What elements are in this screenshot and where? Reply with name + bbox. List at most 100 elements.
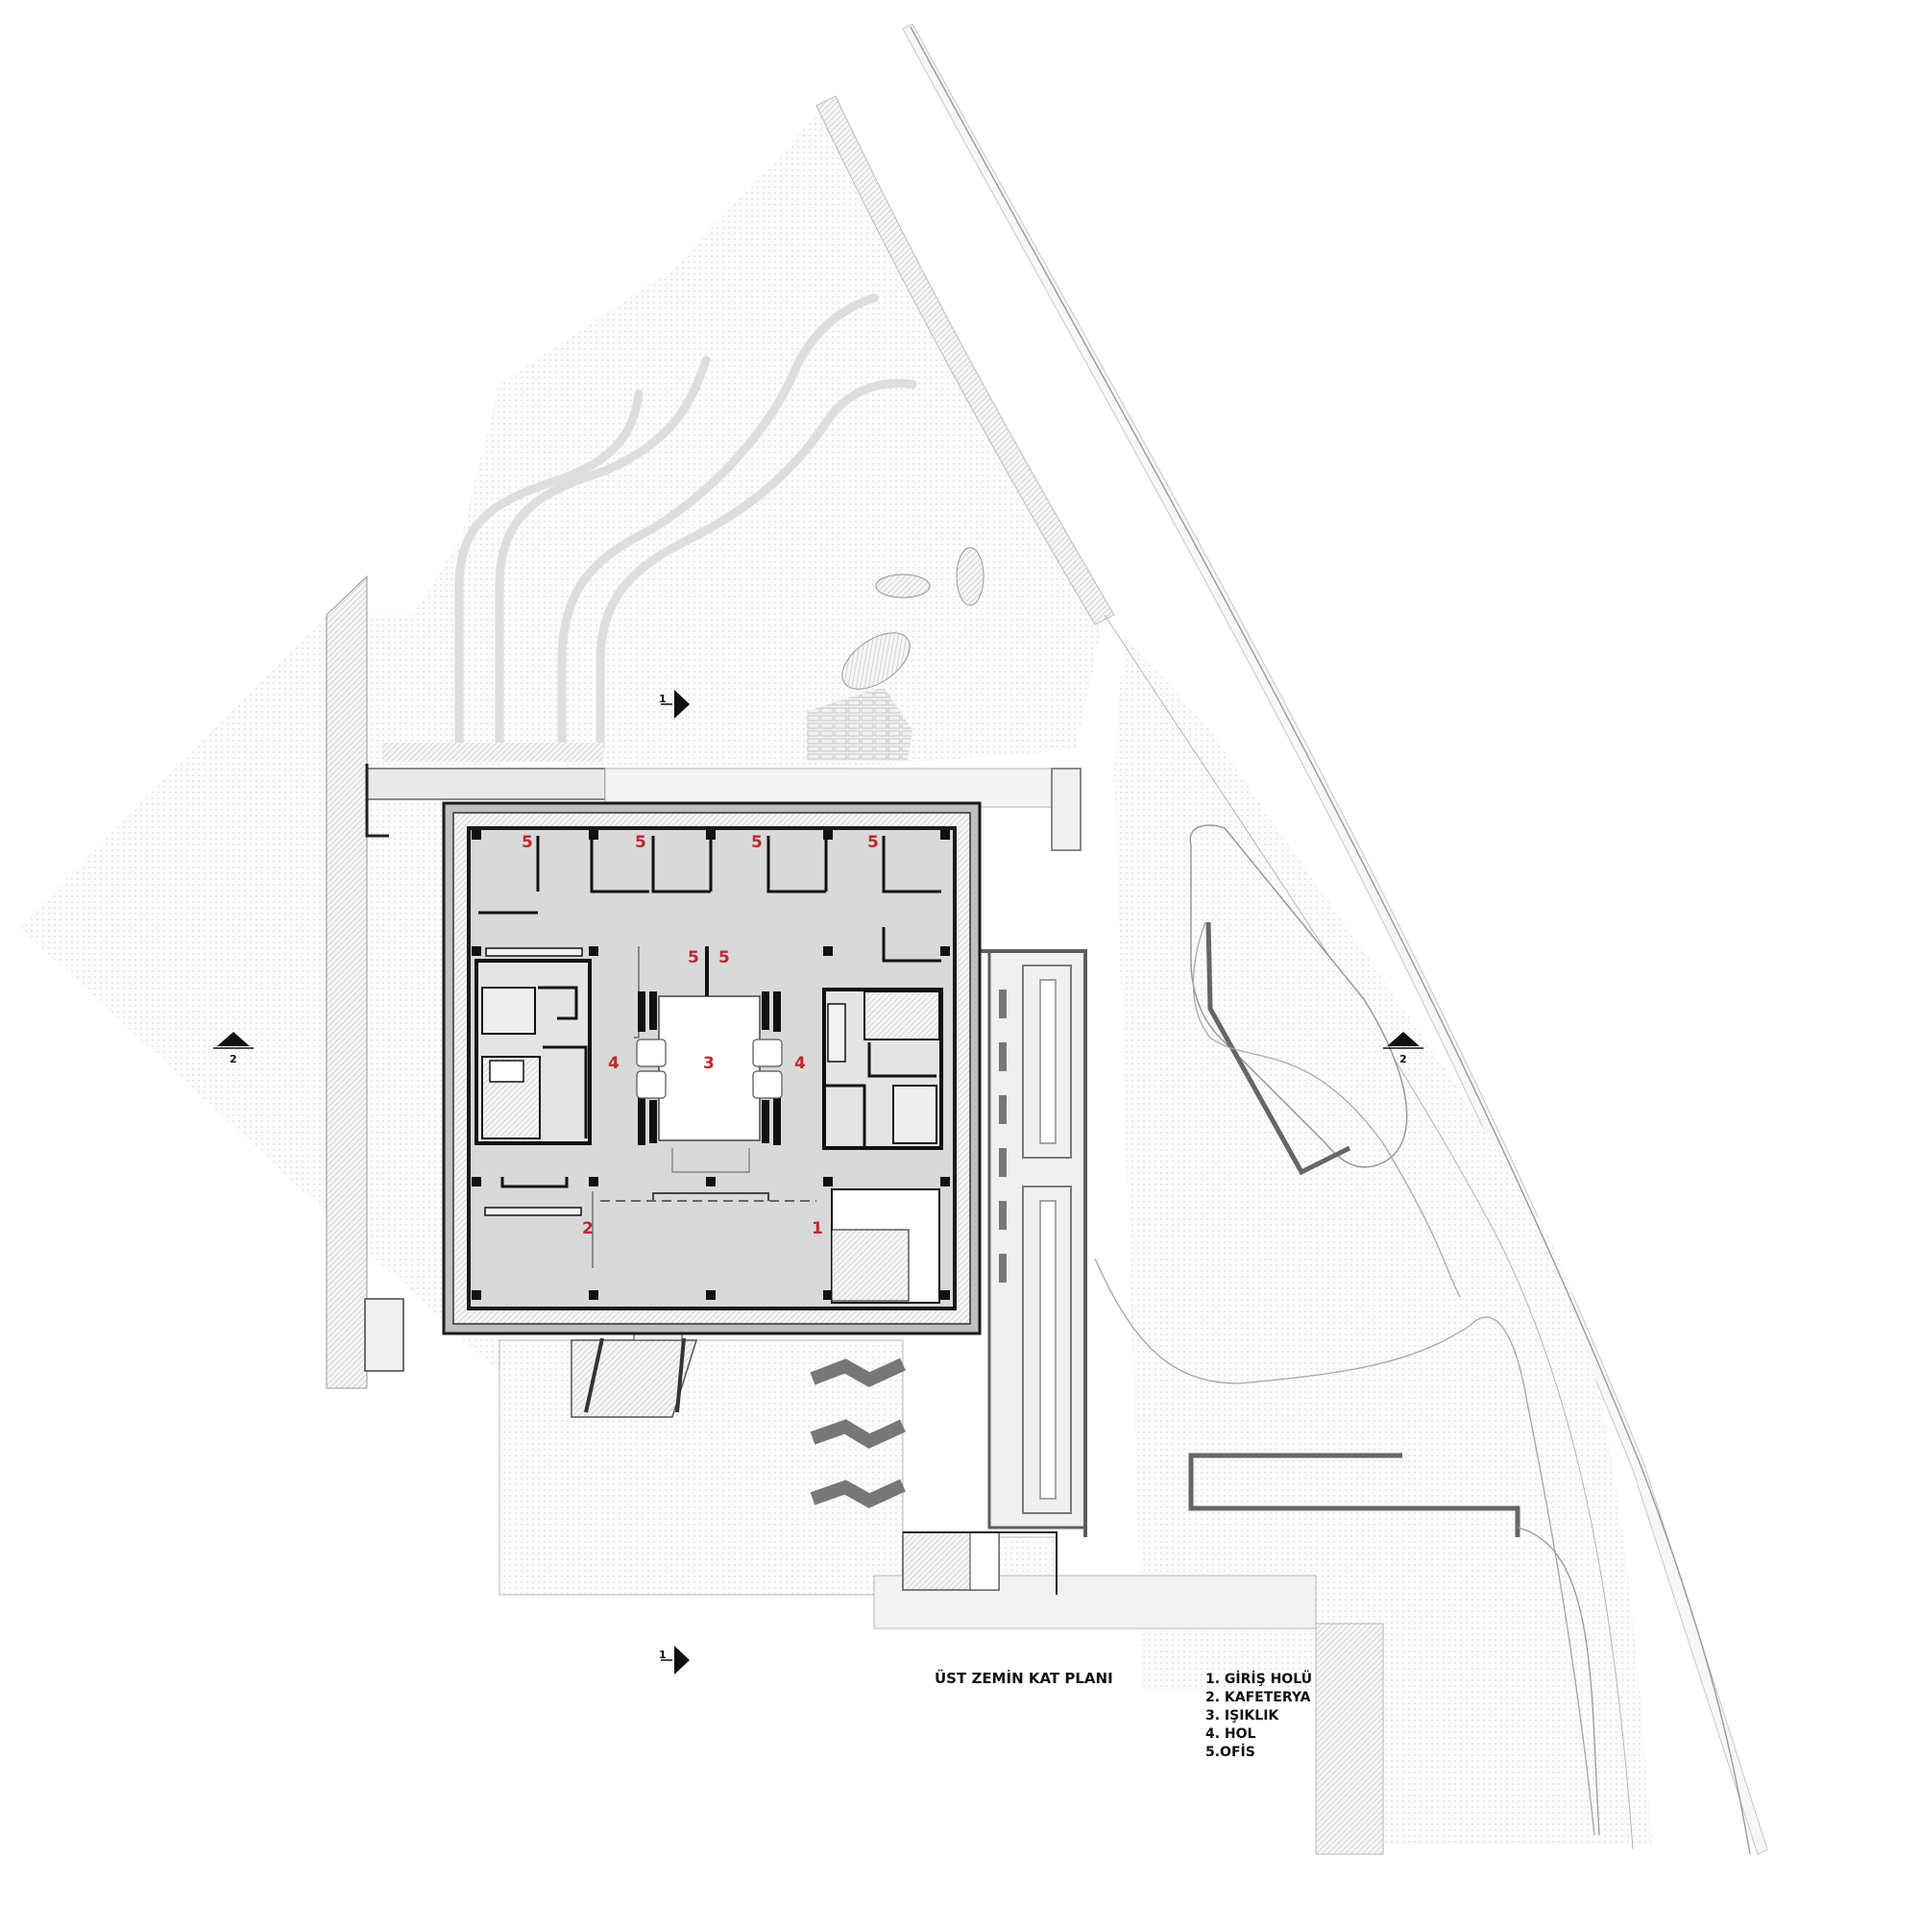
east-channel xyxy=(970,949,1087,1537)
lobby-stair-treads xyxy=(831,1229,910,1302)
south-east-walk xyxy=(1315,1623,1384,1855)
section-label-1-north: 1 xyxy=(659,693,667,705)
parking-wall-1 xyxy=(1205,921,1351,1176)
curved-drive xyxy=(1094,1258,1595,1836)
east-core xyxy=(822,927,943,1150)
east-core-locker xyxy=(827,1003,846,1063)
east-channel-dashes xyxy=(999,990,1007,1283)
west-core xyxy=(474,947,592,1145)
south-stair-landing xyxy=(969,1531,1000,1591)
east-core-wall-a xyxy=(826,1084,866,1148)
section-label-2-east: 2 xyxy=(1399,1053,1407,1065)
room-number-office-3: 5 xyxy=(751,833,763,852)
atrium-frame-top xyxy=(634,946,640,1039)
parking-loop xyxy=(1192,921,1461,1298)
east-channel-inner-2 xyxy=(1039,1200,1057,1500)
room-number-cafeteria: 2 xyxy=(582,1219,594,1238)
north-terrace-slab xyxy=(604,768,1058,808)
atrium-bridge xyxy=(671,1148,750,1173)
room-number-entrance: 1 xyxy=(812,1219,823,1238)
atrium-skylight xyxy=(658,995,761,1141)
parking-island xyxy=(1189,824,1408,1168)
section-mark-1-north: 1 xyxy=(659,690,690,719)
west-entry-line xyxy=(365,764,389,838)
section-arrow-2-east xyxy=(1387,1032,1420,1046)
structural-columns xyxy=(472,830,950,1300)
east-l-wall xyxy=(1188,1453,1520,1537)
legend-item-2: 2. KAFETERYA xyxy=(1205,1690,1311,1705)
entrance-rail-right xyxy=(675,1337,686,1413)
brick-paving xyxy=(807,687,912,761)
cafeteria-bar xyxy=(500,1177,569,1188)
legend-item-3: 3. IŞIKLIK xyxy=(1205,1708,1279,1724)
west-wall-frame xyxy=(366,768,606,800)
plan-title: ÜST ZEMİN KAT PLANI xyxy=(935,1669,1113,1687)
pond-3 xyxy=(841,632,911,690)
section-mark-2-east: 2 xyxy=(1383,1032,1423,1065)
south-entrance xyxy=(571,1310,1058,1595)
zigzag-bench-2 xyxy=(810,1419,906,1449)
east-channel-inner-1 xyxy=(1039,979,1057,1144)
zigzag-bench-1 xyxy=(810,1357,906,1387)
room-number-office-2: 5 xyxy=(635,833,646,852)
room-number-office-5: 5 xyxy=(688,948,699,967)
section-markers: 1 1 2 2 xyxy=(213,690,1423,1675)
east-channel-pool-2 xyxy=(1022,1186,1072,1514)
west-core-wall-a xyxy=(538,986,578,1020)
room-number-office-4: 5 xyxy=(867,833,879,852)
west-boundary xyxy=(326,575,606,1389)
east-road-band xyxy=(902,23,1768,1855)
room-number-office-6: 5 xyxy=(718,948,730,967)
pond-1 xyxy=(875,574,931,599)
road-edge-outer xyxy=(910,26,1751,1855)
east-office-wall xyxy=(882,927,941,963)
office-partitions xyxy=(478,836,941,915)
legend-item-4: 4. HOL xyxy=(1205,1726,1256,1742)
west-core-toilets xyxy=(481,987,536,1035)
section-mark-2-west: 2 xyxy=(213,1032,254,1065)
building xyxy=(442,801,982,1335)
garden-path-hatch xyxy=(382,743,603,762)
north-terrace xyxy=(604,768,1082,851)
east-parking xyxy=(1094,824,1600,1836)
south-stair-wall xyxy=(903,1531,1058,1595)
legend-item-5: 5.OFİS xyxy=(1205,1744,1255,1760)
road-edge-inner xyxy=(1104,614,1634,1850)
east-core-wall-b xyxy=(867,1042,936,1078)
west-box xyxy=(364,1298,404,1372)
room-number-office-1: 5 xyxy=(522,833,533,852)
zigzag-benches xyxy=(810,1357,906,1508)
cafeteria-counter xyxy=(484,1207,582,1216)
garden-path-4 xyxy=(596,379,917,752)
entrance-rail-left xyxy=(584,1337,604,1413)
room-numbers: 5 5 5 5 5 5 3 4 4 2 1 xyxy=(522,833,879,1238)
garden-path-2 xyxy=(495,355,711,752)
garden-path-3 xyxy=(557,293,879,752)
room-number-hall-east: 4 xyxy=(794,1054,806,1073)
legend: 1. GİRİŞ HOLÜ 2. KAFETERYA 3. IŞIKLIK 4.… xyxy=(1205,1670,1312,1760)
central-atrium xyxy=(634,946,783,1173)
west-core-wall-b xyxy=(543,1045,588,1138)
lobby-reception xyxy=(652,1192,769,1201)
east-core-stair xyxy=(863,990,940,1040)
east-core-toilets xyxy=(892,1085,937,1144)
room-number-hall-west: 4 xyxy=(608,1054,620,1073)
east-return-wall xyxy=(970,949,1087,1537)
east-curb xyxy=(1517,1527,1600,1836)
room-number-skylight: 3 xyxy=(703,1054,715,1073)
ponds xyxy=(807,547,985,761)
pond-2 xyxy=(956,547,985,606)
section-arrow-1-north xyxy=(674,690,690,719)
atrium-lifts xyxy=(636,1039,783,1099)
south-walk xyxy=(873,1575,1317,1629)
section-label-1-south: 1 xyxy=(659,1649,667,1661)
east-channel-pool-1 xyxy=(1022,965,1072,1159)
section-label-2-west: 2 xyxy=(230,1053,237,1065)
section-arrow-1-south xyxy=(674,1646,690,1675)
garden-path-1 xyxy=(454,389,644,752)
north-east-pier xyxy=(1051,768,1082,851)
curved-garden-paths xyxy=(454,293,917,752)
section-mark-1-south: 1 xyxy=(659,1646,690,1675)
west-core-lift xyxy=(489,1060,524,1083)
